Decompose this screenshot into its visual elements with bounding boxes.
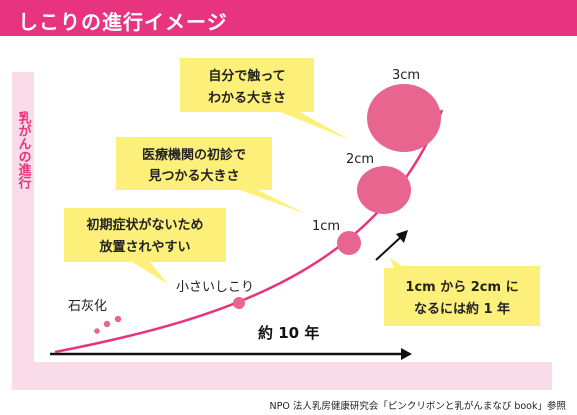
stage-label-small-lump: 小さいしこり — [176, 280, 254, 295]
callout-growth-box — [384, 258, 540, 326]
small-lump-circle — [233, 297, 245, 309]
growth-curve — [54, 109, 444, 354]
calcification-dot — [94, 328, 100, 334]
header-bar: しこりの進行イメージ — [0, 0, 577, 36]
callout-self-line-2: わかる大きさ — [208, 90, 286, 106]
callout-clinic-detection: 医療機関の初診で 見つかる大きさ — [116, 137, 306, 214]
calcification-dot — [114, 315, 122, 323]
callout-growth-line-1: 1cm から 2cm に — [405, 280, 518, 295]
callout-self-bubble — [180, 58, 350, 140]
page-title: しこりの進行イメージ — [18, 10, 228, 34]
source-credit: NPO 法人乳房健康研究会「ピンクリボンと乳がんまなび book」参照 — [269, 400, 566, 412]
stage-label-calcification: 石灰化 — [68, 299, 107, 314]
callout-self-line-1: 自分で触って — [208, 68, 285, 84]
x-axis-label: 約 10 年 — [258, 324, 319, 342]
callout-clinic-line-1: 医療機関の初診で — [142, 147, 246, 163]
callout-early-symptoms: 初期症状がないため 放置されやすい — [64, 208, 226, 284]
callout-early-line-2: 放置されやすい — [98, 239, 190, 255]
lump-3cm-circle — [367, 84, 441, 152]
stage-label-3cm: 3cm — [392, 68, 420, 83]
lump-1cm-circle — [337, 231, 361, 255]
callout-self-detection: 自分で触って わかる大きさ — [180, 58, 350, 140]
callout-early-bubble — [64, 208, 226, 284]
lump-2cm-circle — [357, 166, 411, 214]
stage-label-2cm: 2cm — [346, 152, 374, 167]
y-axis-band — [12, 72, 34, 390]
x-axis-band — [12, 362, 552, 390]
y-axis-label-text: 乳がんの進行 — [16, 110, 33, 190]
callout-growth-line-2: なるには約 1 年 — [414, 301, 510, 317]
callout-clinic-bubble — [116, 137, 306, 214]
callout-growth-speed: 1cm から 2cm に なるには約 1 年 — [384, 258, 540, 326]
callout-early-line-1: 初期症状がないため — [86, 217, 203, 233]
growth-arrow-head — [396, 230, 408, 243]
calcification-dot — [103, 320, 111, 328]
growth-arrow-line — [375, 235, 403, 261]
x-axis-arrow-head — [401, 348, 412, 360]
y-axis-label: 乳がんの進行 — [16, 110, 33, 190]
callout-clinic-line-2: 見つかる大きさ — [147, 168, 239, 184]
stage-label-1cm: 1cm — [312, 219, 340, 234]
